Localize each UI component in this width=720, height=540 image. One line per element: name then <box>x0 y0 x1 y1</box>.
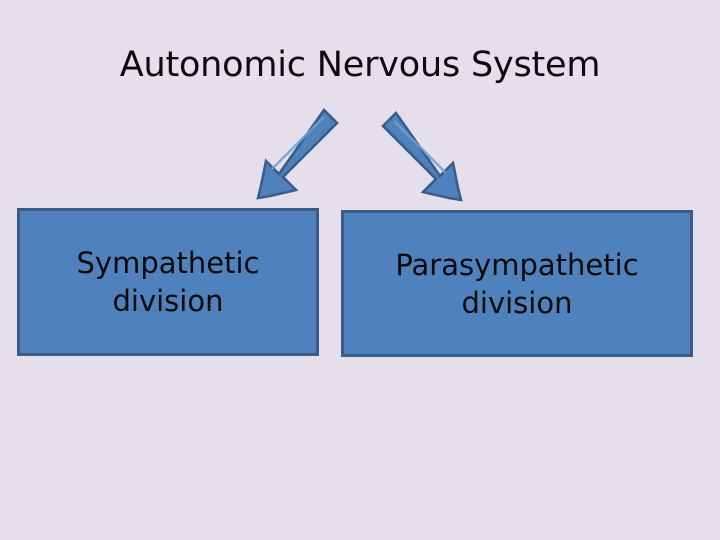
page-title: Autonomic Nervous System <box>119 45 601 85</box>
parasympathetic-division-label: Parasympathetic division <box>389 246 644 322</box>
sympathetic-division-label-line2: division <box>112 284 224 318</box>
arrow-to-parasympathetic-icon <box>381 110 463 202</box>
arrow-to-sympathetic-icon <box>256 107 339 200</box>
sympathetic-division-box[interactable]: Sympathetic division <box>17 208 319 356</box>
sympathetic-division-label: Sympathetic division <box>71 244 266 320</box>
parasympathetic-division-label-line2: division <box>461 285 573 320</box>
sympathetic-division-label-line1: Sympathetic <box>76 246 260 280</box>
parasympathetic-division-box[interactable]: Parasympathetic division <box>341 210 693 357</box>
parasympathetic-division-label-line1: Parasympathetic <box>395 247 639 282</box>
